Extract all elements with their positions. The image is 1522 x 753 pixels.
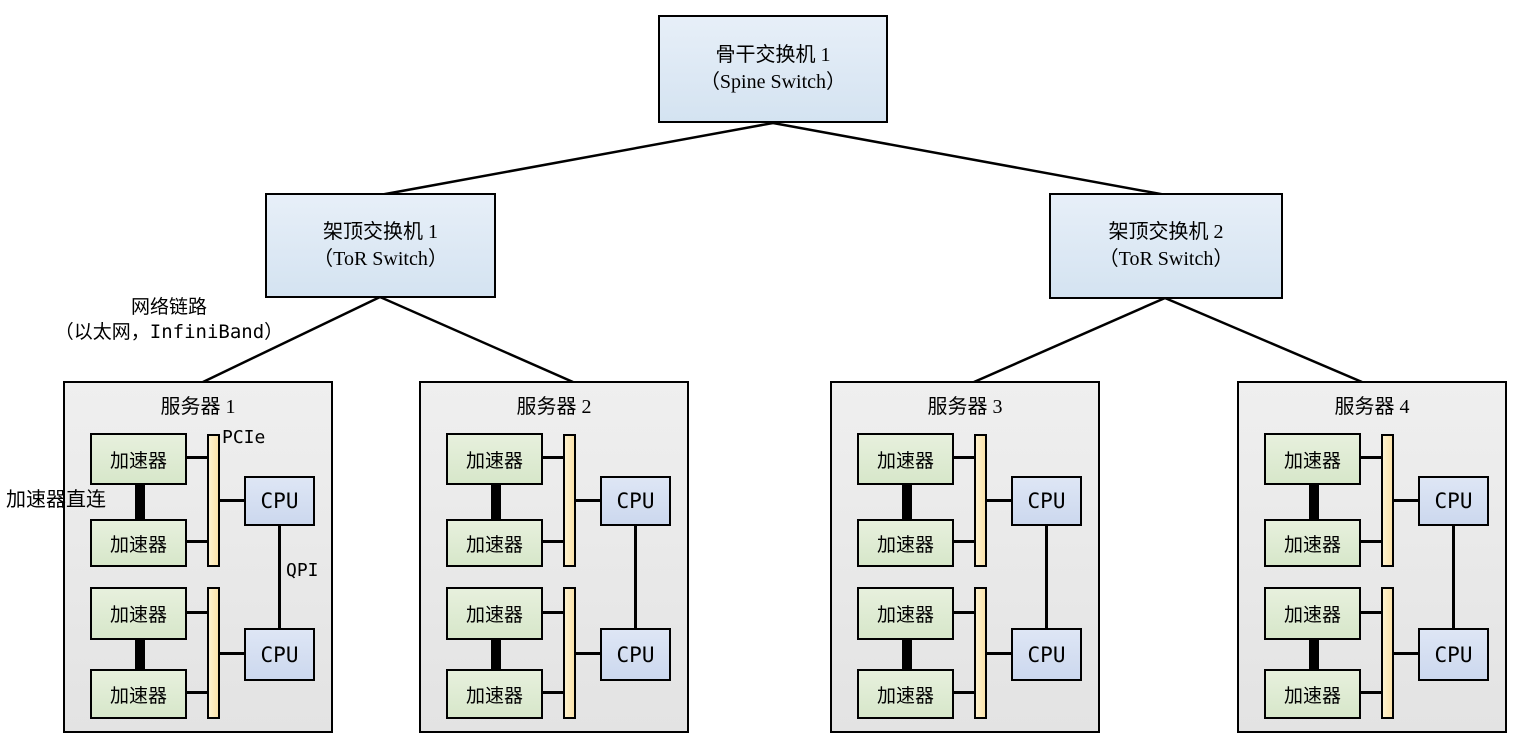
accelerator-direct-link-bar — [135, 483, 145, 521]
accelerator-direct-link-bar — [1309, 483, 1319, 521]
spine-switch-subtitle: （Spine Switch） — [699, 71, 847, 93]
tor-switch-2-subtitle: （ToR Switch） — [1098, 248, 1234, 270]
pcie-switch-bar — [563, 587, 576, 719]
pcie-connector — [1358, 611, 1384, 614]
cpu-box: CPU — [244, 476, 315, 526]
tor-switch-1-subtitle: （ToR Switch） — [313, 247, 448, 270]
accelerator-direct-link-bar — [902, 483, 912, 521]
pcie-connector — [984, 652, 1013, 655]
pcie-connector — [573, 652, 602, 655]
accelerator-direct-link-bar — [1309, 638, 1319, 671]
link-tor1-to-server2 — [379, 295, 574, 384]
accelerator-box: 加速器 — [1264, 433, 1361, 485]
pcie-connector — [951, 691, 977, 694]
server-3-box: 服务器 3 加速器 加速器 加速器 加速器 CPU CPU — [830, 381, 1100, 733]
accelerator-box: 加速器 — [446, 433, 543, 485]
pcie-connector — [951, 540, 977, 543]
accelerator-direct-link-bar — [491, 638, 501, 671]
pcie-connector — [217, 652, 246, 655]
accelerator-box: 加速器 — [90, 519, 187, 567]
cpu-box: CPU — [1418, 476, 1489, 526]
accelerator-box: 加速器 — [90, 669, 187, 719]
pcie-connector — [951, 611, 977, 614]
cpu-box: CPU — [244, 628, 315, 681]
link-tor2-to-server3 — [973, 296, 1166, 384]
accelerator-direct-link-bar — [902, 638, 912, 671]
pcie-switch-bar — [207, 434, 220, 567]
pcie-connector — [540, 691, 566, 694]
link-spine-to-tor1 — [379, 121, 774, 197]
pcie-connector — [984, 499, 1013, 502]
accelerator-box: 加速器 — [1264, 669, 1361, 719]
accelerator-box: 加速器 — [90, 587, 187, 640]
pcie-connector — [1358, 540, 1384, 543]
spine-switch-box: 骨干交换机 1 （Spine Switch） — [658, 15, 888, 123]
pcie-switch-bar — [1381, 587, 1394, 719]
pcie-connector — [951, 456, 977, 459]
pcie-connector — [184, 456, 210, 459]
pcie-switch-bar — [207, 587, 220, 719]
pcie-connector — [1391, 499, 1420, 502]
pcie-switch-bar — [974, 587, 987, 719]
cpu-box: CPU — [1418, 628, 1489, 681]
server-4-box: 服务器 4 加速器 加速器 加速器 加速器 CPU CPU — [1237, 381, 1507, 733]
server-1-title: 服务器 1 — [160, 396, 236, 418]
accelerator-box: 加速器 — [446, 587, 543, 640]
server-2-box: 服务器 2 加速器 加速器 加速器 加速器 CPU CPU — [419, 381, 689, 733]
pcie-label: PCIe — [222, 427, 266, 448]
pcie-connector — [184, 540, 210, 543]
accelerator-box: 加速器 — [857, 587, 954, 640]
accelerator-box: 加速器 — [1264, 587, 1361, 640]
qpi-connector — [1452, 524, 1455, 630]
cpu-box: CPU — [600, 476, 671, 526]
pcie-switch-bar — [1381, 434, 1394, 567]
network-link-label-line1: 网络链路 — [130, 297, 207, 318]
pcie-connector — [1358, 691, 1384, 694]
accelerator-direct-link-label: 加速器直连 — [6, 489, 106, 511]
pcie-connector — [184, 611, 210, 614]
qpi-connector — [278, 524, 281, 630]
accelerator-box: 加速器 — [857, 669, 954, 719]
tor-switch-1-box: 架顶交换机 1 （ToR Switch） — [265, 193, 496, 298]
pcie-connector — [1358, 456, 1384, 459]
link-tor2-to-server4 — [1164, 296, 1363, 384]
tor-switch-2-box: 架顶交换机 2 （ToR Switch） — [1049, 193, 1283, 299]
pcie-connector — [217, 499, 246, 502]
accelerator-direct-link-bar — [491, 483, 501, 521]
pcie-switch-bar — [563, 434, 576, 567]
accelerator-box: 加速器 — [857, 433, 954, 485]
tor-switch-2-name: 架顶交换机 2 — [1108, 221, 1224, 243]
qpi-connector — [634, 524, 637, 630]
pcie-switch-bar — [974, 434, 987, 567]
pcie-connector — [184, 691, 210, 694]
cpu-box: CPU — [600, 628, 671, 681]
server-2-title: 服务器 2 — [516, 396, 592, 418]
cpu-box: CPU — [1011, 628, 1082, 681]
tor-switch-1-name: 架顶交换机 1 — [323, 220, 438, 243]
pcie-connector — [573, 499, 602, 502]
accelerator-box: 加速器 — [446, 519, 543, 567]
pcie-connector — [540, 540, 566, 543]
link-spine-to-tor2 — [772, 121, 1167, 197]
accelerator-direct-link-bar — [135, 638, 145, 671]
server-4-title: 服务器 4 — [1334, 396, 1410, 418]
server-3-title: 服务器 3 — [927, 396, 1003, 418]
accelerator-box: 加速器 — [857, 519, 954, 567]
qpi-label: QPI — [286, 560, 319, 581]
accelerator-box: 加速器 — [1264, 519, 1361, 567]
cpu-box: CPU — [1011, 476, 1082, 526]
server-1-box: 服务器 1 加速器 加速器 加速器 加速器 CPU CPU — [63, 381, 333, 733]
pcie-connector — [540, 456, 566, 459]
link-tor1-to-server1 — [202, 295, 381, 384]
accelerator-box: 加速器 — [90, 433, 187, 485]
qpi-connector — [1045, 524, 1048, 630]
spine-switch-name: 骨干交换机 1 — [715, 44, 831, 66]
pcie-connector — [540, 611, 566, 614]
accelerator-box: 加速器 — [446, 669, 543, 719]
pcie-connector — [1391, 652, 1420, 655]
network-link-label: 网络链路 （以太网，InfiniBand） — [0, 295, 338, 345]
network-link-label-line2: （以太网，InfiniBand） — [54, 321, 284, 343]
